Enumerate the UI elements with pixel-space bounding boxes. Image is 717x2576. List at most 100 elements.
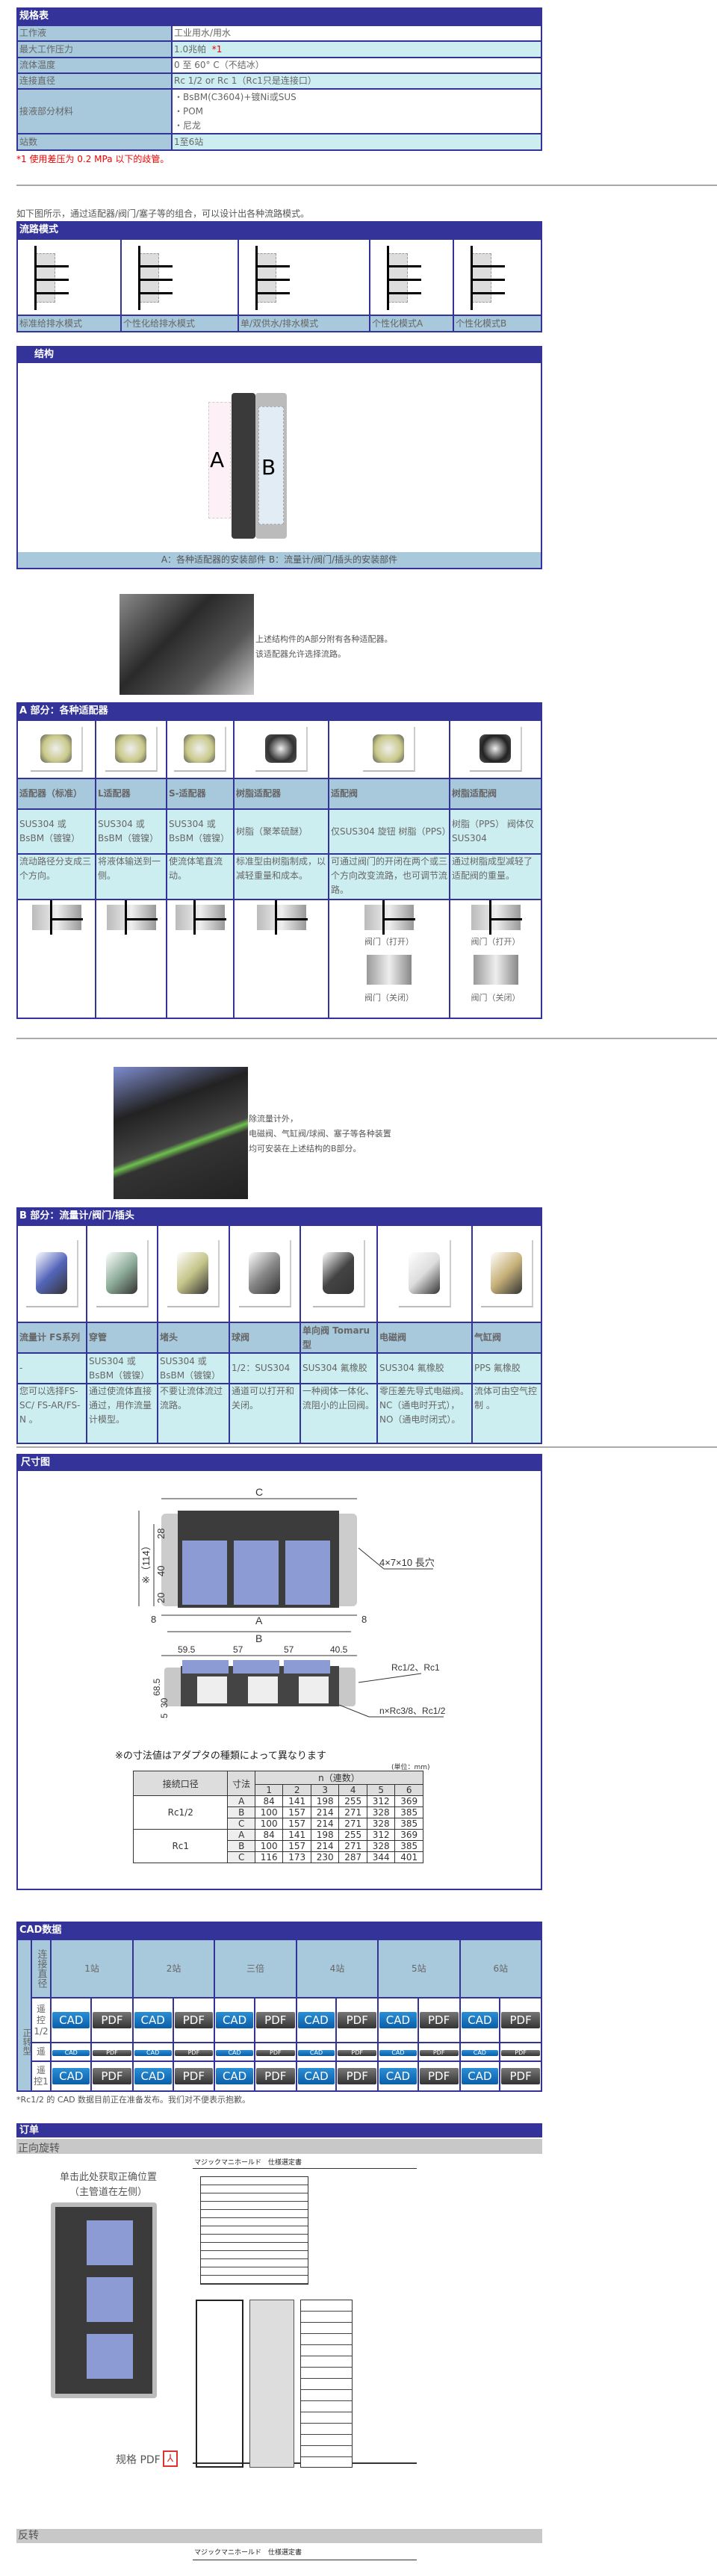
- cad-download-button[interactable]: CAD: [134, 2050, 172, 2056]
- cad-cell: PDF: [499, 2061, 542, 2092]
- pdf-download-button[interactable]: PDF: [338, 2012, 377, 2028]
- cad-cell: CAD: [295, 2061, 338, 2092]
- part-b-product-image: [312, 1240, 365, 1307]
- cad-download-button[interactable]: CAD: [379, 2050, 417, 2056]
- manifold-image[interactable]: [51, 2202, 157, 2398]
- dimension-value: 271: [338, 1806, 367, 1818]
- dimension-value: 157: [282, 1840, 311, 1852]
- adapter-flow-diagram: [233, 899, 329, 1019]
- dim-port: Rc1/2、Rc1: [391, 1662, 440, 1673]
- pdf-download-button[interactable]: PDF: [93, 2012, 131, 2028]
- reverse-spec-sheet-image[interactable]: マジックマニホールド 仕様選定書: [193, 2544, 417, 2576]
- spec-sheet-title: マジックマニホールド 仕様選定書: [193, 2155, 417, 2169]
- pdf-download-button[interactable]: PDF: [338, 2050, 377, 2056]
- part-b-image-cell: [157, 1224, 230, 1323]
- pdf-download-button[interactable]: PDF: [501, 2068, 540, 2084]
- pdf-download-button[interactable]: PDF: [419, 2050, 459, 2056]
- cad-download-button[interactable]: CAD: [52, 2012, 90, 2028]
- adapter-material: SUS304 或 BsBM（镀镍）: [95, 808, 167, 855]
- cad-cell: PDF: [90, 1997, 134, 2043]
- pdf-download-button[interactable]: PDF: [174, 2050, 214, 2056]
- cad-download-button[interactable]: CAD: [216, 2050, 253, 2056]
- top-view: [138, 1498, 433, 1632]
- cad-row-label: 遥: [30, 2042, 52, 2062]
- part-b-product-image: [238, 1240, 291, 1307]
- dimension-value: 328: [366, 1806, 396, 1818]
- cad-download-button[interactable]: CAD: [216, 2068, 253, 2084]
- adapter-material: 树脂（PPS） 阀体仅 SUS304: [449, 808, 542, 855]
- pdf-download-button[interactable]: PDF: [338, 2068, 377, 2084]
- cad-download-button[interactable]: CAD: [134, 2012, 172, 2028]
- flow-arrow-icon: [471, 900, 522, 935]
- cad-cell: PDF: [253, 2061, 297, 2092]
- photo-b-line: 电磁阀、气缸阀/球阀、塞子等各种装置: [249, 1129, 391, 1139]
- adapter-image-cell: [328, 719, 450, 779]
- cad-cell: CAD: [459, 1997, 501, 2043]
- cad-cell: PDF: [253, 2042, 297, 2062]
- cad-download-button[interactable]: CAD: [461, 2068, 499, 2084]
- cad-cell: PDF: [417, 1997, 461, 2043]
- table-header-port: 接続口径: [132, 1771, 229, 1796]
- cad-cell: CAD: [295, 1997, 338, 2043]
- cad-download-button[interactable]: CAD: [216, 2012, 253, 2028]
- pdf-download-button[interactable]: PDF: [93, 2050, 131, 2056]
- pdf-download-button[interactable]: PDF: [501, 2050, 540, 2056]
- unit-label: (単位：mm): [391, 1764, 430, 1771]
- pdf-download-button[interactable]: PDF: [255, 2050, 295, 2056]
- pdf-download-button[interactable]: PDF: [255, 2012, 295, 2028]
- adapter-name: 适配阀: [328, 778, 450, 810]
- adapter-product-image: [105, 727, 158, 772]
- cad-row-label: 遥控1: [30, 2061, 52, 2092]
- cad-download-button[interactable]: CAD: [297, 2012, 335, 2028]
- part-b-image-cell: [229, 1224, 301, 1323]
- adapter-image-cell: [233, 719, 329, 779]
- cad-download-button[interactable]: CAD: [461, 2050, 499, 2056]
- click-position-link[interactable]: 单击此处获取正确位置（主管道在左侧）: [52, 2170, 164, 2200]
- spec-sheet-image[interactable]: マジックマニホールド 仕様選定書: [193, 2155, 417, 2468]
- cad-cell: CAD: [459, 2042, 501, 2062]
- spec-label: 接液部分材料: [16, 88, 173, 134]
- adapter-flow-diagram: [95, 899, 167, 1019]
- cad-cell: CAD: [214, 1997, 255, 2043]
- flow-arrow-icon: [256, 900, 308, 935]
- valve-closed-label: 阀门（关闭）: [364, 993, 414, 1003]
- part-a-zone: [208, 402, 231, 518]
- pdf-icon[interactable]: ⅄: [163, 2450, 178, 2467]
- adapter-product-image: [174, 727, 226, 772]
- dimension-letter: C: [227, 1818, 255, 1830]
- cad-download-button[interactable]: CAD: [379, 2068, 417, 2084]
- flow-pattern-label: 个性化给排水模式: [120, 315, 239, 332]
- cad-download-button[interactable]: CAD: [461, 2012, 499, 2028]
- flow-diagram: [456, 240, 539, 315]
- cad-download-button[interactable]: CAD: [379, 2012, 417, 2028]
- cad-download-button[interactable]: CAD: [297, 2068, 335, 2084]
- pdf-download-button[interactable]: PDF: [255, 2068, 295, 2084]
- adapter-description: 流动路径分支成三个方向。: [16, 853, 96, 900]
- adapter-image-cell: [449, 719, 542, 779]
- flow-pattern-image: [238, 238, 370, 316]
- pdf-download-button[interactable]: PDF: [174, 2068, 214, 2084]
- adapter-flow-diagram: [166, 899, 235, 1019]
- label-b: B: [261, 455, 276, 480]
- valve-closed-icon: [367, 955, 412, 985]
- pdf-download-button[interactable]: PDF: [419, 2012, 459, 2028]
- click-text[interactable]: 单击此处获取正确位置: [59, 2172, 157, 2183]
- cad-download-button[interactable]: CAD: [134, 2068, 172, 2084]
- footnote-marker: *1: [211, 43, 223, 55]
- pdf-download-button[interactable]: PDF: [501, 2012, 540, 2028]
- dimension-value: 116: [254, 1851, 284, 1863]
- cad-download-button[interactable]: CAD: [52, 2050, 90, 2056]
- adapter-image-cell: [95, 719, 167, 779]
- part-b-description: 不要让流体流过流路。: [157, 1383, 230, 1444]
- part-b-material: SUS304 或 BsBM（镀镍）: [86, 1352, 158, 1384]
- pdf-download-button[interactable]: PDF: [93, 2068, 131, 2084]
- cad-download-button[interactable]: CAD: [297, 2050, 335, 2056]
- cad-cell: CAD: [377, 2061, 419, 2092]
- adapter-name: 树脂适配器: [233, 778, 329, 810]
- valve-open-label: 阀门（打开）: [471, 937, 521, 947]
- adapter-flow-diagram: 阀门（打开）阀门（关闭）: [328, 899, 450, 1019]
- cad-download-button[interactable]: CAD: [52, 2068, 90, 2084]
- dimension-value: 214: [310, 1840, 340, 1852]
- pdf-download-button[interactable]: PDF: [419, 2068, 459, 2084]
- pdf-download-button[interactable]: PDF: [174, 2012, 214, 2028]
